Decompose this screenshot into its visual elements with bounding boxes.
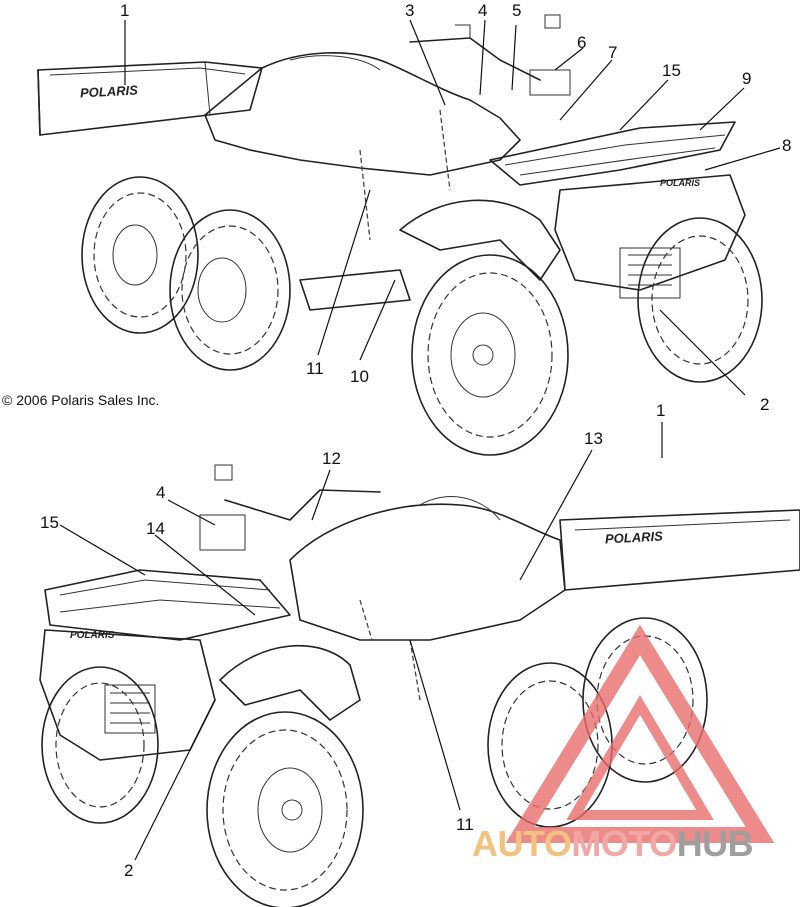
callout-top-7: 7	[608, 43, 618, 62]
callout-top-15: 15	[662, 61, 681, 80]
polaris-decal-bottom-front: POLARIS	[70, 630, 115, 641]
callout-bottom-12: 12	[322, 449, 341, 468]
callout-top-5: 5	[512, 1, 522, 20]
watermark-hub: HUB	[676, 823, 754, 864]
top-atv-illustration	[37, 14, 781, 456]
callout-top-8: 8	[782, 136, 792, 155]
watermark-auto: AUTO	[472, 823, 572, 864]
callout-bottom-2: 2	[124, 861, 134, 880]
polaris-decal-bottom-box: POLARIS	[604, 528, 664, 547]
callout-top-9: 9	[742, 69, 752, 88]
callout-top-11: 11	[306, 359, 324, 378]
callout-bottom-4: 4	[156, 483, 166, 502]
callout-top-6: 6	[577, 33, 587, 52]
polaris-decal-top-front: POLARIS	[660, 178, 701, 188]
watermark-moto: MOTO	[571, 823, 677, 864]
watermark-logo: AUTOMOTOHUB	[472, 823, 754, 864]
copyright-text: © 2006 Polaris Sales Inc.	[2, 392, 160, 408]
callout-bottom-1: 1	[656, 401, 666, 420]
callout-top-1: 1	[120, 1, 130, 20]
callout-top-4: 4	[478, 1, 488, 20]
callout-top-3: 3	[405, 1, 415, 20]
watermark-triangle-icon	[505, 624, 775, 843]
callout-bottom-14: 14	[146, 519, 165, 538]
callout-bottom-11: 11	[456, 815, 474, 834]
callout-top-10: 10	[350, 367, 369, 386]
callout-top-2: 2	[760, 395, 770, 414]
callout-bottom-15: 15	[40, 513, 59, 532]
polaris-decal-top-box: POLARIS	[79, 82, 139, 101]
callout-bottom-13: 13	[584, 429, 603, 448]
